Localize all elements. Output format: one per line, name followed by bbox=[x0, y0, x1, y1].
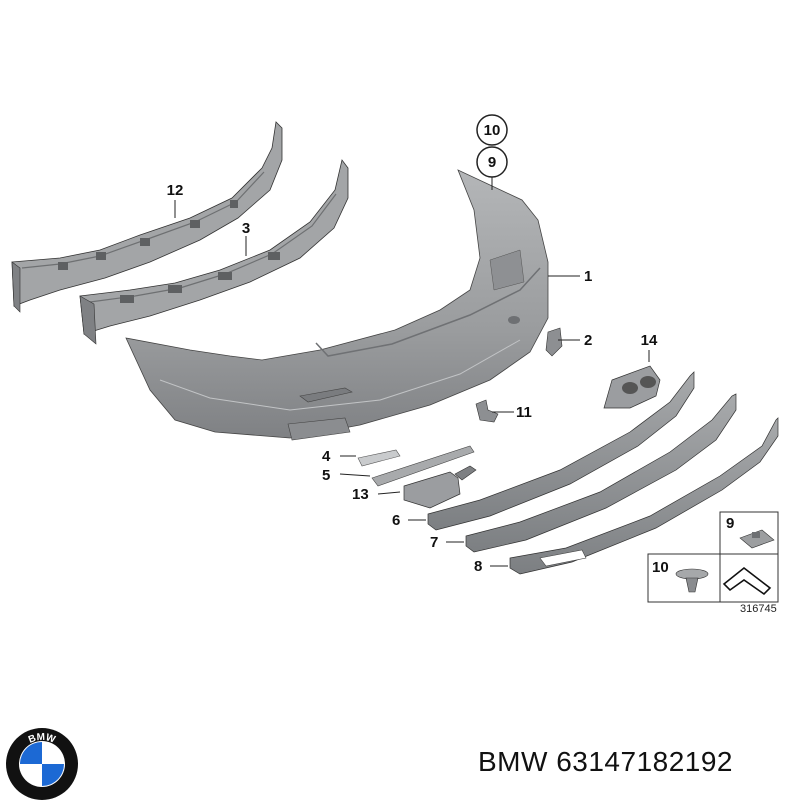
arrow-symbol bbox=[722, 566, 772, 596]
trim-strip-4 bbox=[357, 449, 401, 467]
callout-12: 12 bbox=[167, 182, 184, 199]
callout-2: 2 bbox=[584, 332, 592, 349]
callout-9: 9 bbox=[488, 154, 496, 171]
logo-quadrant-blue-1 bbox=[20, 742, 42, 764]
logo-quadrant-blue-2 bbox=[42, 764, 64, 786]
screw-part bbox=[675, 568, 709, 593]
callout-5: 5 bbox=[322, 467, 330, 484]
logo-text: BMW bbox=[27, 732, 57, 746]
exhaust-trim-14 bbox=[603, 365, 661, 409]
reinforcement-carrier-12 bbox=[11, 121, 283, 313]
reference-number: 316745 bbox=[740, 603, 777, 615]
part-number-label: BMW 63147182192 bbox=[478, 746, 734, 777]
callout-circle-10 bbox=[476, 114, 508, 146]
bracket-2 bbox=[545, 327, 563, 357]
clip-part bbox=[739, 529, 775, 549]
bracket-11 bbox=[475, 399, 499, 423]
trim-strip-5 bbox=[371, 445, 475, 487]
callout-circle-9 bbox=[476, 146, 508, 178]
callout-3: 3 bbox=[242, 220, 250, 237]
callout-7: 7 bbox=[430, 534, 438, 551]
diffuser-strip-8 bbox=[509, 417, 779, 575]
callout-14: 14 bbox=[641, 332, 658, 349]
callout-1: 1 bbox=[584, 268, 592, 285]
leader-lines bbox=[174, 176, 650, 567]
callout-6: 6 bbox=[392, 512, 400, 529]
callout-4: 4 bbox=[322, 448, 331, 465]
bumper-cover-1 bbox=[125, 169, 549, 441]
callout-10: 10 bbox=[484, 122, 501, 139]
callout-8: 8 bbox=[474, 558, 482, 575]
callout-11: 11 bbox=[516, 404, 532, 421]
bmw-logo: BMW bbox=[6, 728, 78, 800]
small-parts-inset: 9 10 316745 bbox=[647, 511, 779, 615]
exhaust-cover-13 bbox=[403, 465, 477, 509]
callout-13: 13 bbox=[352, 486, 369, 503]
diffuser-strip-7 bbox=[465, 393, 737, 553]
diffuser-strip-6 bbox=[427, 371, 695, 531]
inset-label-9: 9 bbox=[726, 515, 734, 532]
reinforcement-carrier-3 bbox=[79, 159, 349, 345]
inset-label-10: 10 bbox=[652, 559, 669, 576]
